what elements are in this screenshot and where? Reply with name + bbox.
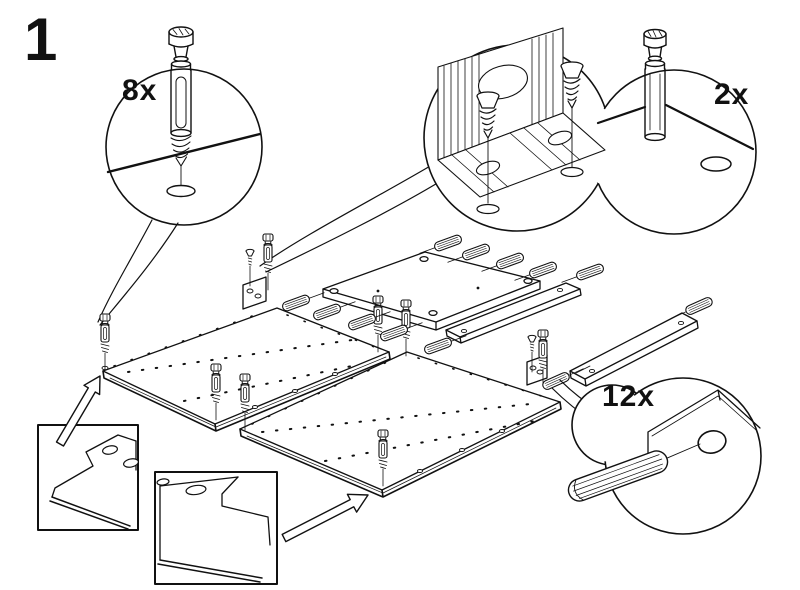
leader-line <box>259 161 438 267</box>
small-screw-icon <box>245 248 255 287</box>
cam-screw-icon <box>168 26 194 186</box>
wood-dowel-icon <box>280 287 327 313</box>
leader-line <box>99 222 179 326</box>
callout-bracket-and-bolt: 2x <box>259 27 757 273</box>
step-number: 1 <box>24 6 57 73</box>
callout-dowel-12x: 12x <box>551 377 762 535</box>
wood-dowel-icon <box>567 443 701 502</box>
callout-cam-screw-8x: 8x <box>97 26 263 326</box>
callout-circle <box>105 68 263 226</box>
leader-line <box>97 219 153 323</box>
quantity-label-12x: 12x <box>602 380 655 413</box>
quantity-label-2x: 2x <box>714 78 749 111</box>
detail-inset-left <box>37 424 139 531</box>
leader-line <box>265 175 450 273</box>
upper-rail <box>445 282 582 344</box>
exploded-assembly <box>99 233 715 498</box>
quantity-label-8x: 8x <box>122 74 157 107</box>
lower-rail <box>569 312 699 387</box>
left-edge-bracket <box>242 276 267 310</box>
detail-arrow-left <box>55 375 101 447</box>
cam-bolt-icon <box>643 28 667 142</box>
detail-inset-center <box>154 471 278 585</box>
left-side-panel <box>101 307 391 432</box>
right-edge-bracket <box>526 354 548 386</box>
bottom-side-panel <box>239 351 562 498</box>
detail-arrow-center <box>281 493 369 543</box>
fixing-bracket-icon <box>437 27 606 215</box>
